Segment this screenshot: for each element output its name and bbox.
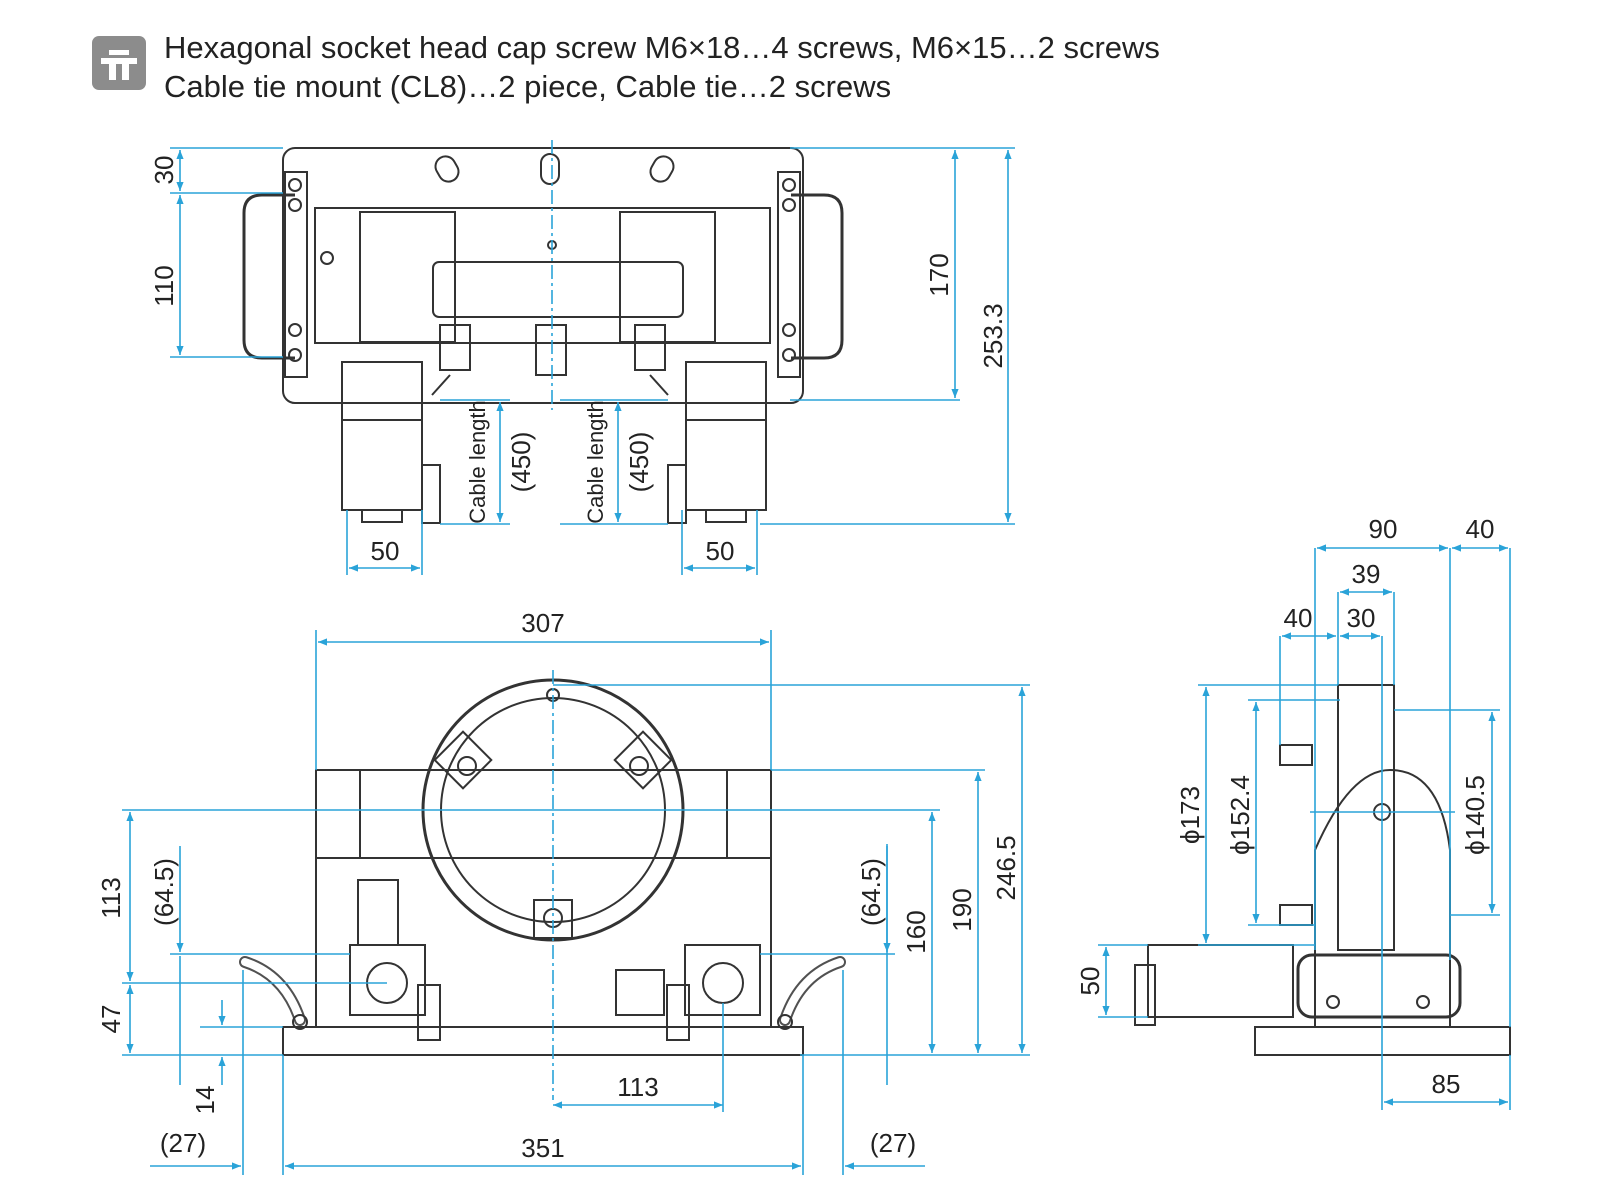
dim-90: 90 [1369,514,1398,544]
dim-85: 85 [1432,1069,1461,1099]
top-left-handle-bracket [284,171,308,378]
top-center-connector [535,324,567,376]
top-left-motor [341,361,423,511]
top-view [242,147,844,524]
top-left-cable-tie [421,464,441,524]
dim-39: 39 [1352,559,1381,589]
dim-27-right: (27) [870,1128,916,1158]
top-slot-center [540,153,560,185]
front-frame [315,769,772,1028]
top-base-plate [282,147,804,404]
dim-50-right: 50 [706,536,735,566]
dim-190: 190 [947,888,977,931]
front-right-cable-tie [666,984,690,1041]
dim-47: 47 [96,1005,126,1034]
dim-40-mid: 40 [1284,603,1313,633]
dim-64-5-right: (64.5) [856,858,886,926]
dim-27-left: (27) [160,1128,206,1158]
dim-50-left: 50 [371,536,400,566]
dim-307: 307 [521,608,564,638]
front-view-dimensions: 307 246.5 190 160 (64.5) 113 (64.5) 47 1… [96,608,1030,1175]
top-center-drum [432,261,684,318]
front-view [239,678,846,1056]
hardware-lock-icon [92,36,146,90]
side-motor [1147,944,1294,1018]
dim-30-top: 30 [149,156,179,185]
dim-110: 110 [149,265,179,306]
top-right-handle [791,193,844,360]
dim-14: 14 [190,1086,220,1115]
front-right-motor-shaft [702,962,744,1004]
side-handle [1296,953,1462,1019]
dim-phi-152-4: ϕ152.4 [1225,775,1255,855]
top-view-dimensions: 30 110 170 253.3 50 50 Cable length (450… [149,140,1015,575]
front-clamp-left [433,730,493,790]
cable-length-label-right: Cable length [583,400,608,524]
front-left-handle [239,956,306,1026]
front-base-plate [282,1026,804,1056]
dim-160: 160 [901,910,931,953]
front-right-handle [779,956,846,1026]
front-clamp-right [613,730,673,790]
hardware-list: Hexagonal socket head cap screw M6×18…4 … [164,28,1160,106]
dim-170: 170 [924,253,954,296]
cable-length-value-left: (450) [506,432,536,493]
front-left-cable-tie [417,984,441,1041]
top-rotary-block-left [359,211,456,343]
hardware-note: Hexagonal socket head cap screw M6×18…4 … [92,28,1392,108]
dim-351: 351 [521,1133,564,1163]
hardware-line-2: Cable tie mount (CL8)…2 piece, Cable tie… [164,69,892,104]
top-right-cable-tie [667,464,687,524]
dim-phi-140-5: ϕ140.5 [1460,775,1490,855]
dim-phi-173: ϕ173 [1175,786,1205,844]
top-slot-left [434,155,460,183]
top-left-handle [242,193,295,360]
top-slot-right [649,155,675,183]
dim-50-side: 50 [1075,967,1105,996]
top-right-handle-bracket [777,171,801,378]
dim-253-3: 253.3 [978,303,1008,368]
dim-30-side: 30 [1347,603,1376,633]
cable-length-label-left: Cable length [465,400,490,524]
dim-113-bottom: 113 [617,1072,658,1102]
dim-64-5-left: (64.5) [149,858,179,926]
side-bracket [1314,768,1451,1028]
dim-246-5: 246.5 [991,835,1021,900]
top-right-motor [685,361,767,511]
hardware-line-1: Hexagonal socket head cap screw M6×18…4 … [164,30,1160,65]
top-stage-body [314,207,771,344]
cable-length-value-right: (450) [624,432,654,493]
side-view-dimensions: 90 40 39 40 30 ϕ173 ϕ152.4 ϕ140.5 50 85 [1075,514,1511,1110]
side-turntable-column [1337,684,1395,951]
side-view [1134,684,1511,1056]
top-rotary-block-right [619,211,716,343]
dim-40-top: 40 [1466,514,1495,544]
dim-113-left: 113 [96,877,126,918]
front-left-motor [349,944,426,1016]
